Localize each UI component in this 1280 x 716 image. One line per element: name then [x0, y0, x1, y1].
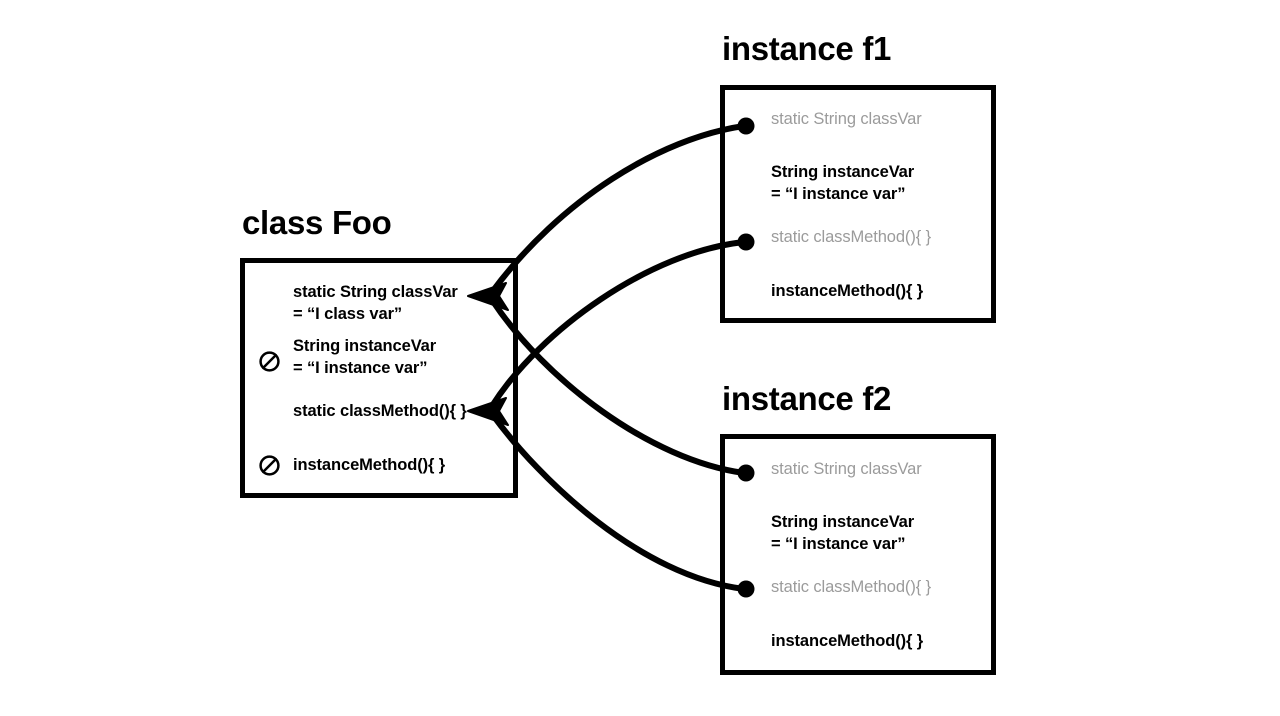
prohibited-icon-instance-method: [259, 455, 280, 476]
connector-f1-classvar-to-foo-classvar: [489, 123, 747, 295]
connector-f1-classmethod-to-foo-classmethod: [489, 239, 747, 409]
f2-member-class-var: static String classVar: [771, 459, 922, 481]
f1-member-instance-var: String instanceVar = “I instance var”: [771, 162, 914, 205]
connector-f2-classmethod-to-foo-classmethod: [489, 411, 747, 592]
prohibited-icon-instance-var: [259, 351, 280, 372]
f2-member-instance-method: instanceMethod(){ }: [771, 631, 923, 653]
class-member-class-method-line1: static classMethod(){ }: [293, 402, 467, 420]
f1-member-class-var: static String classVar: [771, 109, 922, 131]
f2-member-instance-var-line2: = “I instance var”: [771, 534, 906, 553]
f1-member-class-var-line1: static String classVar: [771, 110, 922, 128]
f2-member-class-method-line1: static classMethod(){ }: [771, 578, 932, 596]
class-member-instance-method-line1: instanceMethod(){ }: [293, 456, 446, 474]
class-box-title: class Foo: [242, 204, 392, 241]
class-member-instance-method: instanceMethod(){ }: [293, 455, 445, 477]
class-member-instance-var: String instanceVar = “I instance var”: [293, 336, 436, 379]
f2-member-class-var-line1: static String classVar: [771, 460, 922, 478]
f2-member-class-method: static classMethod(){ }: [771, 577, 931, 599]
f2-member-instance-method-line1: instanceMethod(){ }: [771, 632, 924, 650]
f2-member-instance-var: String instanceVar = “I instance var”: [771, 512, 914, 555]
class-member-instance-var-line1: String instanceVar: [293, 337, 437, 355]
f1-member-class-method: static classMethod(){ }: [771, 227, 931, 249]
instance-f2-title: instance f2: [722, 380, 892, 417]
f1-member-class-method-line1: static classMethod(){ }: [771, 228, 932, 246]
class-member-class-var-line2: = “I class var”: [293, 304, 403, 323]
f1-member-instance-var-line1: String instanceVar: [771, 163, 915, 181]
f2-member-instance-var-line1: String instanceVar: [771, 513, 915, 531]
class-member-class-method: static classMethod(){ }: [293, 401, 467, 423]
class-member-instance-var-line2: = “I instance var”: [293, 358, 428, 377]
class-member-class-var-line1: static String classVar: [293, 283, 458, 301]
class-member-class-var: static String classVar = “I class var”: [293, 282, 458, 325]
f1-member-instance-var-line2: = “I instance var”: [771, 184, 906, 203]
f1-member-instance-method-line1: instanceMethod(){ }: [771, 282, 924, 300]
f1-member-instance-method: instanceMethod(){ }: [771, 281, 923, 303]
connector-f2-classvar-to-foo-classvar: [489, 297, 747, 476]
instance-f1-title: instance f1: [722, 30, 892, 67]
